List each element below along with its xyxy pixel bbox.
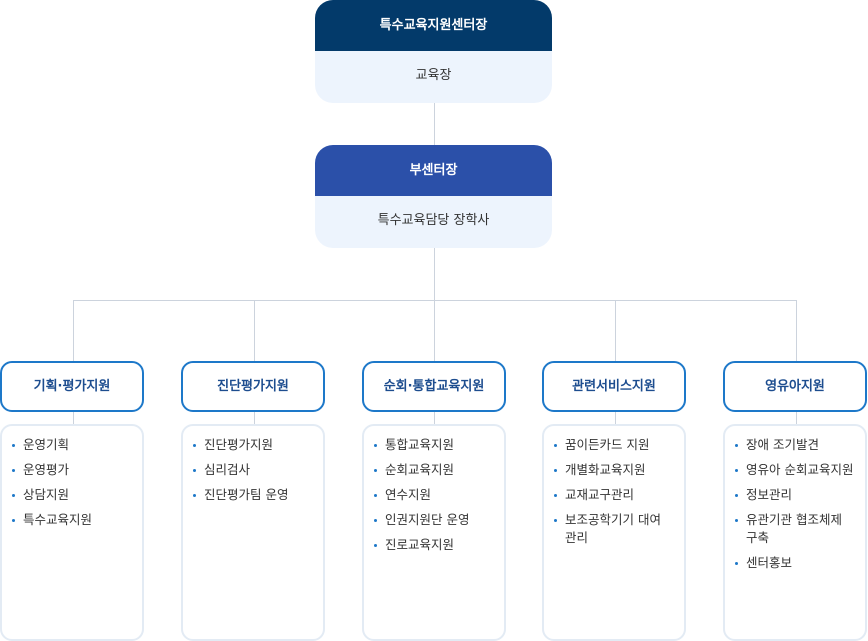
duty-item: 센터홍보 bbox=[735, 554, 857, 572]
bullet-icon bbox=[193, 494, 196, 497]
bullet-icon bbox=[12, 444, 15, 447]
duty-item: 보조공학기기 대여 관리 bbox=[554, 511, 676, 547]
department-related-services: 관련서비스지원 꿈이든카드 지원 개별화교육지원 교재교구관리 보조공학기기 대… bbox=[542, 361, 686, 641]
duty-item: 진단평가지원 bbox=[193, 436, 315, 454]
bullet-icon bbox=[554, 469, 557, 472]
duty-item: 유관기관 협조체제 구축 bbox=[735, 511, 857, 547]
duty-item: 정보관리 bbox=[735, 486, 857, 504]
duty-item: 꿈이든카드 지원 bbox=[554, 436, 676, 454]
bullet-icon bbox=[374, 469, 377, 472]
department-duties: 진단평가지원 심리검사 진단평가팀 운영 bbox=[181, 424, 325, 641]
duty-item: 특수교육지원 bbox=[12, 511, 134, 529]
director-title: 특수교육지원센터장 bbox=[315, 0, 552, 51]
deputy-box: 부센터장 특수교육담당 장학사 bbox=[315, 145, 552, 248]
bullet-icon bbox=[735, 519, 738, 522]
department-diagnostic-evaluation: 진단평가지원 진단평가지원 심리검사 진단평가팀 운영 bbox=[181, 361, 325, 641]
department-title: 진단평가지원 bbox=[181, 361, 325, 412]
connector-sub-3 bbox=[434, 412, 435, 424]
deputy-person: 특수교육담당 장학사 bbox=[377, 213, 490, 228]
connector-sub-1 bbox=[73, 412, 74, 424]
department-itinerant-inclusive: 순회·통합교육지원 통합교육지원 순회교육지원 연수지원 인권지원단 운영 진로… bbox=[362, 361, 506, 641]
director-person: 교육장 bbox=[415, 68, 452, 83]
duty-item: 진단평가팀 운영 bbox=[193, 486, 315, 504]
department-duties: 운영기획 운영평가 상담지원 특수교육지원 bbox=[0, 424, 144, 641]
duty-item: 진로교육지원 bbox=[374, 536, 496, 554]
connector-sub-2 bbox=[254, 412, 255, 424]
department-planning-evaluation: 기획·평가지원 운영기획 운영평가 상담지원 특수교육지원 bbox=[0, 361, 144, 641]
department-title: 순회·통합교육지원 bbox=[362, 361, 506, 412]
duty-item: 장애 조기발견 bbox=[735, 436, 857, 454]
duty-item: 순회교육지원 bbox=[374, 461, 496, 479]
duty-item: 연수지원 bbox=[374, 486, 496, 504]
bullet-icon bbox=[554, 444, 557, 447]
duty-item: 운영기획 bbox=[12, 436, 134, 454]
department-title: 기획·평가지원 bbox=[0, 361, 144, 412]
department-duties: 꿈이든카드 지원 개별화교육지원 교재교구관리 보조공학기기 대여 관리 bbox=[542, 424, 686, 641]
bullet-icon bbox=[735, 562, 738, 565]
connector-drop-3 bbox=[434, 300, 435, 361]
bullet-icon bbox=[735, 494, 738, 497]
department-duties: 장애 조기발견 영유아 순회교육지원 정보관리 유관기관 협조체제 구축 센터홍… bbox=[723, 424, 867, 641]
bullet-icon bbox=[554, 494, 557, 497]
bullet-icon bbox=[193, 444, 196, 447]
bullet-icon bbox=[374, 494, 377, 497]
bullet-icon bbox=[374, 519, 377, 522]
connector-drop-1 bbox=[73, 300, 74, 361]
connector-drop-4 bbox=[615, 300, 616, 361]
duty-item: 개별화교육지원 bbox=[554, 461, 676, 479]
bullet-icon bbox=[12, 494, 15, 497]
connector-drop-5 bbox=[796, 300, 797, 361]
bullet-icon bbox=[193, 469, 196, 472]
bullet-icon bbox=[735, 444, 738, 447]
bullet-icon bbox=[12, 469, 15, 472]
department-duties: 통합교육지원 순회교육지원 연수지원 인권지원단 운영 진로교육지원 bbox=[362, 424, 506, 641]
duty-item: 인권지원단 운영 bbox=[374, 511, 496, 529]
bullet-icon bbox=[554, 519, 557, 522]
connector-sub-4 bbox=[615, 412, 616, 424]
duty-item: 운영평가 bbox=[12, 461, 134, 479]
director-box: 특수교육지원센터장 교육장 bbox=[315, 0, 552, 103]
bullet-icon bbox=[12, 519, 15, 522]
duty-item: 교재교구관리 bbox=[554, 486, 676, 504]
bullet-icon bbox=[735, 469, 738, 472]
deputy-title: 부센터장 bbox=[315, 145, 552, 196]
connector-director-deputy bbox=[434, 103, 435, 145]
connector-drop-2 bbox=[254, 300, 255, 361]
connector-deputy-trunk bbox=[434, 248, 435, 301]
bullet-icon bbox=[374, 544, 377, 547]
bullet-icon bbox=[374, 444, 377, 447]
department-title: 관련서비스지원 bbox=[542, 361, 686, 412]
duty-item: 영유아 순회교육지원 bbox=[735, 461, 857, 479]
duty-item: 통합교육지원 bbox=[374, 436, 496, 454]
department-title: 영유아지원 bbox=[723, 361, 867, 412]
department-infant-support: 영유아지원 장애 조기발견 영유아 순회교육지원 정보관리 유관기관 협조체제 … bbox=[723, 361, 867, 641]
connector-horizontal bbox=[73, 300, 797, 301]
duty-item: 심리검사 bbox=[193, 461, 315, 479]
duty-item: 상담지원 bbox=[12, 486, 134, 504]
connector-sub-5 bbox=[796, 412, 797, 424]
